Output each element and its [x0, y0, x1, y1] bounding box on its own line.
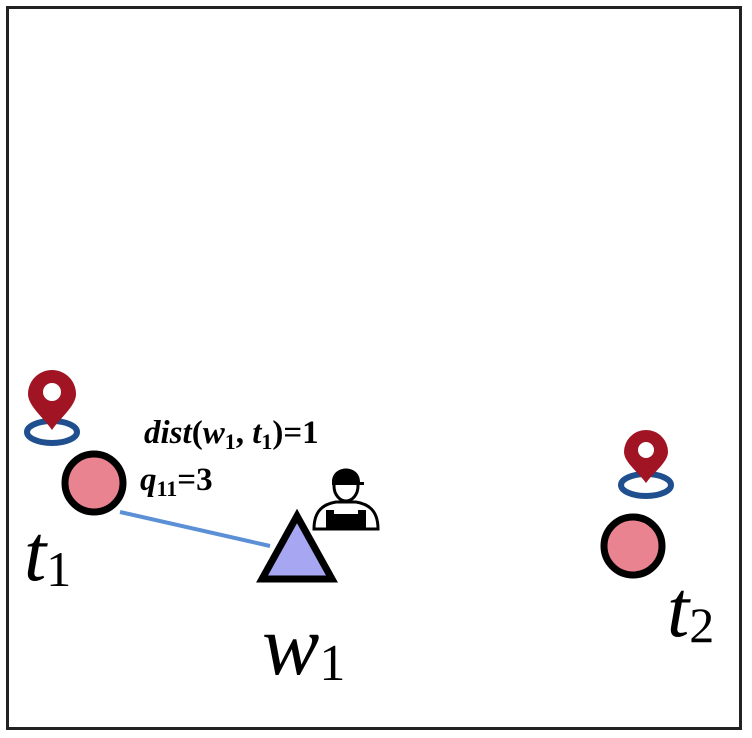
dist-open: (: [192, 415, 203, 451]
task-node: [600, 513, 666, 579]
dist-fn: dist: [144, 415, 193, 451]
worker-label: w: [262, 597, 319, 693]
location-pin-icon: [618, 430, 674, 499]
svg-text:dist(w1, t1)=1: dist(w1, t1)=1: [144, 415, 319, 454]
location-pin-icon: [24, 370, 80, 446]
svg-text:w1: w1: [262, 597, 345, 693]
dist-t-sub: 1: [261, 429, 272, 454]
q-sym: q: [140, 462, 157, 498]
task-label: t: [667, 566, 691, 654]
dist-t: t: [252, 415, 262, 451]
worker-node: [256, 508, 338, 583]
svg-text:t1: t1: [24, 510, 71, 598]
worker-w1: w1: [256, 468, 380, 693]
task-t1: t1: [24, 370, 127, 598]
dist-close: )=1: [272, 415, 318, 451]
task-t2: t2: [600, 430, 714, 654]
svg-text:q11=3: q11=3: [140, 462, 213, 501]
worker-person-icon: [312, 468, 380, 531]
q-sub: 11: [157, 476, 178, 501]
worker-label-sub: 1: [319, 635, 345, 692]
dist-w-sub: 1: [225, 429, 236, 454]
task-label-sub: 1: [46, 541, 71, 597]
quantity-annotation: q11=3: [140, 462, 213, 501]
assignment-edge: [119, 510, 271, 548]
distance-annotation: dist(w1, t1)=1: [144, 415, 319, 454]
task-node: [61, 450, 127, 516]
task-label-sub: 2: [689, 597, 714, 653]
task-label: t: [24, 510, 48, 598]
svg-text:t2: t2: [667, 566, 714, 654]
dist-sep: ,: [236, 415, 253, 451]
diagram-frame: [6, 6, 742, 730]
dist-w: w: [203, 415, 226, 451]
q-val: =3: [177, 462, 212, 498]
